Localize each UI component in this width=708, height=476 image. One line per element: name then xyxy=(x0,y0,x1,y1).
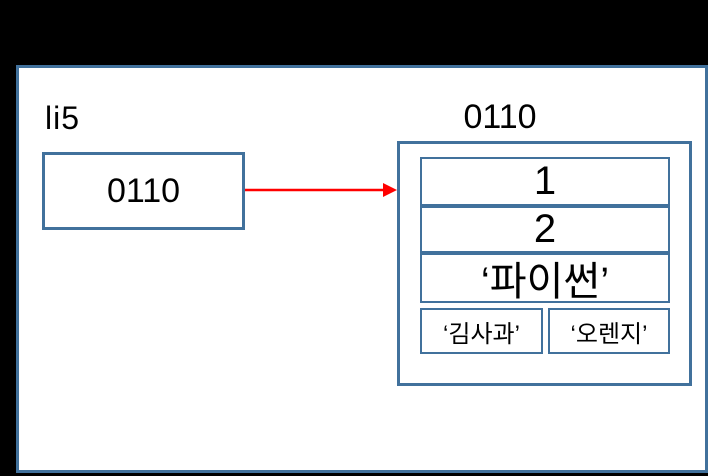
list-item-0-value: 1 xyxy=(533,159,557,203)
list-item-2: ‘파이썬’ xyxy=(420,253,670,304)
nested-list-item-1: ‘오렌지’ xyxy=(548,308,670,354)
variable-value: 0110 xyxy=(106,171,181,210)
list-item-0: 1 xyxy=(420,157,670,206)
slide-area: li5 0110 0110 1 2 ‘파이썬’ ‘김사과’ ‘오렌지’ xyxy=(16,65,708,473)
variable-box: 0110 xyxy=(42,152,245,230)
nested-list-item-0: ‘김사과’ xyxy=(420,308,543,354)
list-item-2-value: ‘파이썬’ xyxy=(480,260,610,304)
list-item-1: 2 xyxy=(420,206,670,253)
pointer-arrow-icon xyxy=(245,183,397,197)
nested-list-item-1-value: ‘오렌지’ xyxy=(570,320,648,348)
nested-list-item-0-value: ‘김사과’ xyxy=(443,320,520,348)
list-item-1-value: 2 xyxy=(533,207,557,251)
object-address-label: 0110 xyxy=(463,98,537,136)
variable-name-label: li5 xyxy=(45,100,81,136)
list-object-box: 1 2 ‘파이썬’ ‘김사과’ ‘오렌지’ xyxy=(397,141,692,386)
